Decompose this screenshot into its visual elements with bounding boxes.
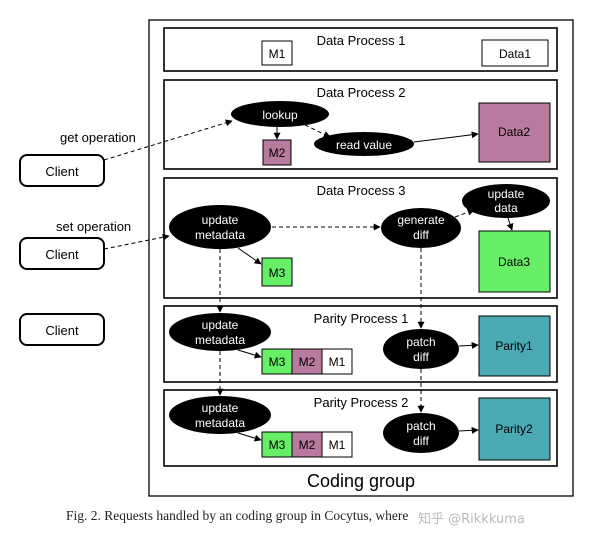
pp2-patch-diff-line2: diff xyxy=(413,434,429,448)
pp1-patch-diff-node xyxy=(383,329,459,369)
pp1-update-metadata-line2: metadata xyxy=(195,333,245,347)
dp3-update-metadata-node xyxy=(169,205,271,249)
pp2-m1-label: M1 xyxy=(329,438,346,452)
read-to-data2-arrow xyxy=(413,131,479,143)
dp3-data-block xyxy=(478,230,551,293)
pp1-m3-label: M3 xyxy=(269,355,286,369)
parity-process-1-box xyxy=(163,305,558,383)
generate-diff-line1: generate xyxy=(397,213,445,227)
pp1-patch-diff-line1: patch xyxy=(406,335,435,349)
pp1-m2-label: M2 xyxy=(299,355,316,369)
dp3-data-label: Data3 xyxy=(498,255,530,269)
generate-diff-line2: diff xyxy=(413,228,429,242)
dp2-m2-label: M2 xyxy=(269,146,286,160)
pp1-patch-diff-line2: diff xyxy=(413,350,429,364)
dp3-update-metadata-line2: metadata xyxy=(195,228,245,242)
pp2-m3-cell xyxy=(261,431,293,458)
pp2-update-metadata-line2: metadata xyxy=(195,416,245,430)
client-label-1: Client xyxy=(45,164,79,179)
watermark: 知乎 @Rikkkuma xyxy=(418,512,525,527)
pp1-parity-label: Parity1 xyxy=(495,339,533,353)
get-op-arrow xyxy=(103,119,233,161)
set-operation-label: set operation xyxy=(56,219,131,234)
pp2-update-to-cells-arrow xyxy=(237,432,262,442)
dp2-m2-cell xyxy=(262,139,292,166)
get-operation-label: get operation xyxy=(60,130,136,145)
parity-process-2-box xyxy=(163,389,558,467)
dp3-m3-cell xyxy=(261,257,293,287)
pp2-m3-label: M3 xyxy=(269,438,286,452)
pp2-parity-label: Parity2 xyxy=(495,422,533,436)
pp1-m2-cell xyxy=(291,348,323,375)
parity-process-2-title: Parity Process 2 xyxy=(314,395,409,410)
data-process-3-title: Data Process 3 xyxy=(317,183,406,198)
data-process-1-title: Data Process 1 xyxy=(317,33,406,48)
pp2-patch-diff-line1: patch xyxy=(406,419,435,433)
flow-arrows xyxy=(103,119,514,442)
pp1-patch-to-parity-arrow xyxy=(458,341,479,349)
pp2-patch-diff-node xyxy=(383,413,459,453)
pp1-update-metadata-node xyxy=(169,313,271,351)
set-op-arrow xyxy=(103,233,170,250)
update-data-line1: update xyxy=(488,187,525,201)
dp1-m1-label: M1 xyxy=(269,47,286,61)
dp1-m1-cell xyxy=(261,40,293,66)
data-process-2-title: Data Process 2 xyxy=(317,85,406,100)
pp2-parity-block xyxy=(478,397,551,461)
client-box-2[interactable] xyxy=(19,237,105,270)
pp1-m1-cell xyxy=(321,348,353,375)
pp2-m1-cell xyxy=(321,431,353,458)
read-value-node xyxy=(314,132,414,156)
data-process-2-box xyxy=(163,79,558,170)
client-box-3[interactable] xyxy=(19,313,105,346)
figure-caption: Fig. 2. Requests handled by an coding gr… xyxy=(66,508,409,523)
dp2-data-label: Data2 xyxy=(498,125,530,139)
coding-group-title: Coding group xyxy=(307,471,415,491)
pp2-m2-cell xyxy=(291,431,323,458)
generate-diff-node xyxy=(381,208,461,248)
update-to-m3-arrow xyxy=(237,247,262,265)
pp1-update-to-cells-arrow xyxy=(237,349,262,359)
lookup-label: lookup xyxy=(262,108,298,122)
dp2-data-block xyxy=(478,102,551,163)
client-label-2: Client xyxy=(45,247,79,262)
pp1-m1-label: M1 xyxy=(329,355,346,369)
dp1-data-label: Data1 xyxy=(499,47,531,61)
pp2-patch-to-parity-arrow xyxy=(458,426,479,434)
parity-process-1-title: Parity Process 1 xyxy=(314,311,409,326)
pp2-update-metadata-line1: update xyxy=(202,401,239,415)
data-process-1-box xyxy=(163,27,558,72)
coding-group-box xyxy=(148,19,574,497)
lookup-to-read-arrow xyxy=(304,124,331,138)
lookup-node xyxy=(231,101,329,127)
updatedata-to-data3-arrow xyxy=(506,217,514,231)
pp1-parity-block xyxy=(478,315,551,377)
pp2-m2-label: M2 xyxy=(299,438,316,452)
generate-to-updatedata-arrow xyxy=(454,208,475,218)
client-label-3: Client xyxy=(45,323,79,338)
read-value-label: read value xyxy=(336,138,392,152)
pp2-update-metadata-node xyxy=(169,396,271,434)
update-data-node xyxy=(462,184,550,218)
pp1-update-metadata-line1: update xyxy=(202,318,239,332)
client-box-1[interactable] xyxy=(19,154,105,187)
dp3-m3-label: M3 xyxy=(269,266,286,280)
update-data-line2: data xyxy=(494,201,518,215)
dp1-data-block xyxy=(481,39,549,67)
dp3-update-metadata-line1: update xyxy=(202,213,239,227)
